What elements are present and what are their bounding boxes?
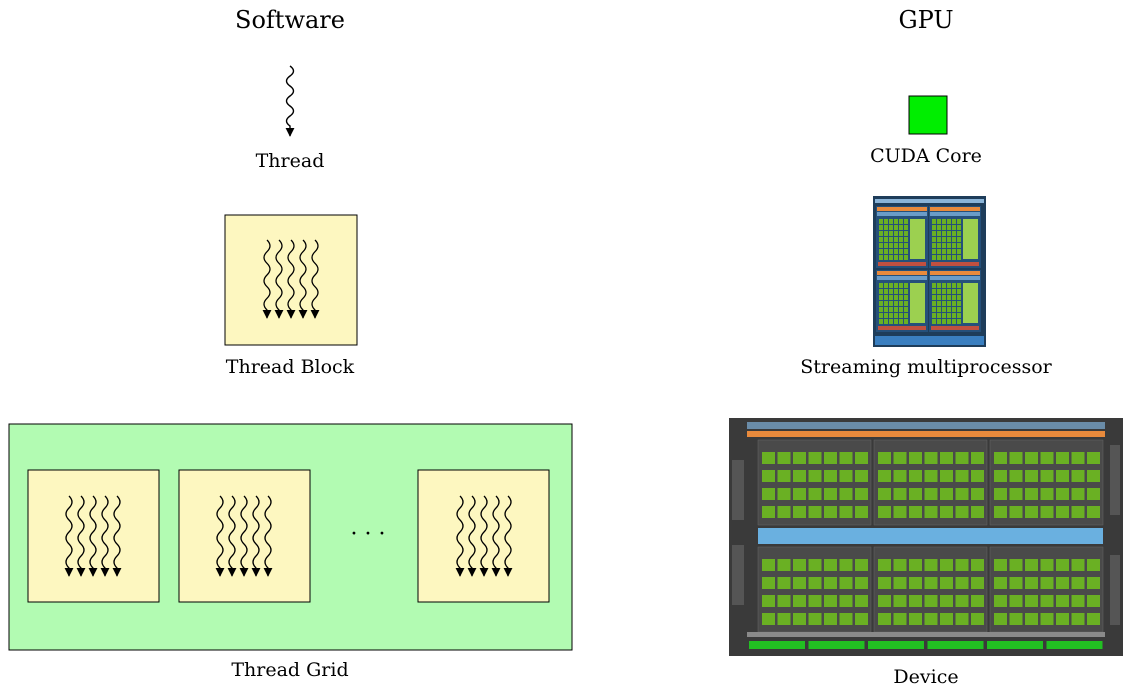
thread-arrow-icon <box>251 495 261 577</box>
thread-grid-box <box>8 423 573 651</box>
thread-arrow-icon <box>64 495 74 577</box>
thread-arrow-icon <box>100 495 110 577</box>
thread-arrow-icon <box>286 239 296 319</box>
thread-block-box <box>224 214 358 346</box>
gpu-header: GPU <box>898 6 954 34</box>
thread-block-label: Thread Block <box>225 356 355 378</box>
thread-arrow-icon <box>76 495 86 577</box>
thread-arrow-icon <box>467 495 477 577</box>
thread-arrow-icon <box>227 495 237 577</box>
thread-arrow-icon <box>503 495 513 577</box>
grid-block-2 <box>178 469 311 603</box>
thread-arrow-icon <box>88 495 98 577</box>
software-header: Software <box>235 6 345 34</box>
thread-arrow-icon <box>112 495 122 577</box>
thread-arrow-icon <box>491 495 501 577</box>
gpu-die-icon <box>729 418 1123 656</box>
thread-arrow-icon <box>274 239 284 319</box>
thread-arrow-icon <box>285 65 295 137</box>
thread-arrow-icon <box>479 495 489 577</box>
thread-arrow-icon <box>298 239 308 319</box>
cuda-core-icon <box>908 95 948 135</box>
thread-arrow-icon <box>455 495 465 577</box>
grid-block-3 <box>417 469 550 603</box>
cuda-core-label: CUDA Core <box>870 145 982 167</box>
sm-label: Streaming multiprocessor <box>800 356 1052 378</box>
thread-grid-label: Thread Grid <box>231 659 349 681</box>
thread-arrow-icon <box>262 239 272 319</box>
thread-arrow-icon <box>239 495 249 577</box>
thread-arrow-icon <box>310 239 320 319</box>
device-label: Device <box>893 666 959 688</box>
grid-ellipsis: · · · <box>350 522 386 547</box>
thread-arrow-icon <box>215 495 225 577</box>
grid-block-1 <box>27 469 160 603</box>
thread-label: Thread <box>255 150 325 172</box>
thread-arrow-icon <box>263 495 273 577</box>
sm-die-icon <box>873 196 986 347</box>
